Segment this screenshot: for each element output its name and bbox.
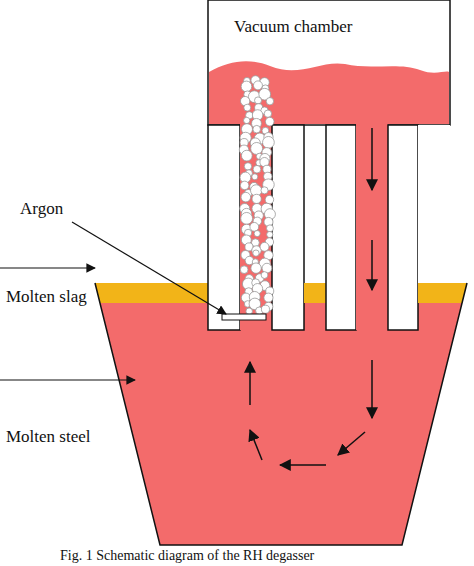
leader-lines — [0, 222, 226, 380]
bubble — [241, 192, 251, 202]
bubble — [244, 163, 251, 170]
air-gap — [418, 125, 450, 283]
argon-tube — [222, 314, 266, 320]
bubble — [261, 272, 268, 279]
vacuum-chamber — [208, 0, 450, 125]
bubble — [252, 174, 258, 180]
bubble — [253, 81, 262, 90]
flow-arrow — [250, 430, 262, 460]
leader-line — [0, 267, 95, 268]
bubble — [251, 142, 263, 154]
bubble — [251, 263, 261, 273]
bubble — [266, 98, 273, 105]
bubble — [254, 231, 260, 237]
bubble — [267, 231, 273, 237]
snorkel-wall — [208, 125, 240, 330]
bubble — [252, 194, 261, 203]
flow-arrow — [280, 464, 326, 466]
down-leg-steel — [356, 124, 388, 330]
flow-arrow — [371, 360, 373, 418]
snorkel-wall — [388, 125, 418, 330]
part-label: Molten steel — [6, 428, 91, 447]
bubble — [244, 117, 250, 123]
bubble — [260, 242, 269, 251]
circulation-arrows — [250, 128, 372, 465]
bubble — [241, 212, 253, 224]
flow-arrow — [371, 128, 373, 190]
bubble — [241, 81, 252, 92]
flow-arrow — [371, 240, 373, 290]
leader-line — [72, 222, 226, 314]
bubble — [255, 97, 262, 104]
bubble — [264, 110, 271, 117]
bubble — [253, 250, 259, 256]
bubble — [241, 150, 252, 161]
bubble — [250, 222, 259, 231]
leader-line — [0, 379, 135, 380]
bubble — [265, 117, 274, 126]
part-label: Molten slag — [6, 288, 87, 307]
part-label: Argon — [20, 200, 63, 219]
bubble — [264, 293, 273, 302]
bubble — [253, 165, 261, 173]
bubble — [263, 136, 275, 148]
bubble — [240, 266, 248, 274]
bubble — [246, 308, 253, 315]
flow-arrow — [249, 362, 251, 405]
snorkel-wall — [272, 125, 304, 330]
molten-slag — [418, 283, 450, 303]
bubble — [253, 125, 261, 133]
bubble — [266, 225, 273, 232]
figure-caption: Fig. 1 Schematic diagram of the RH degas… — [60, 548, 314, 563]
argon-bubbles — [239, 76, 275, 315]
bubble — [261, 187, 268, 194]
bubble — [244, 104, 251, 111]
flow-arrow — [338, 432, 365, 455]
bubble — [261, 305, 269, 313]
chamber-label: Vacuum chamber — [234, 18, 352, 37]
snorkel-wall — [326, 125, 356, 330]
molten-slag — [304, 283, 326, 303]
bubble — [265, 195, 274, 204]
bubble — [240, 181, 248, 189]
